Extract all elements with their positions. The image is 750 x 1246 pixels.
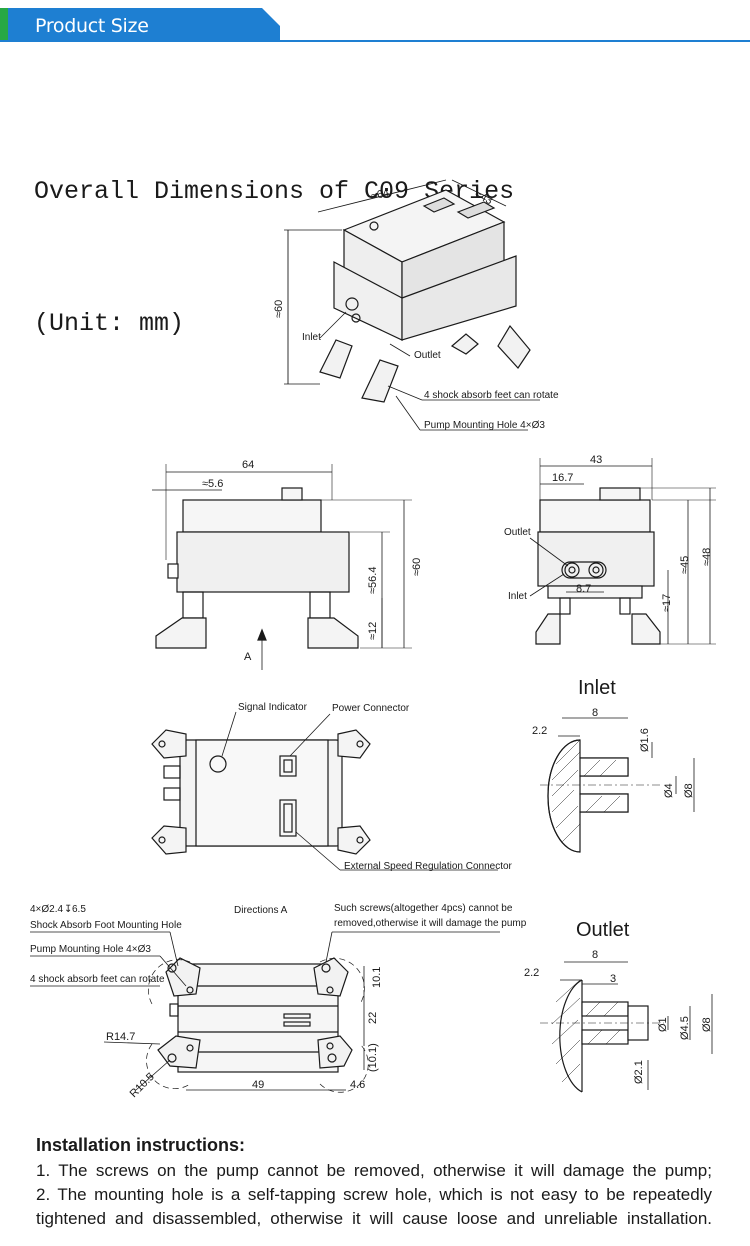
section-title: Product Size [35,15,149,37]
outlet-dim-3: 3 [610,973,616,985]
section-header: Product Size [0,8,750,44]
outlet-dim-21: Ø2.1 [633,1060,645,1084]
bottom-mounting-hole: Pump Mounting Hole 4×Ø3 [30,944,151,955]
installation-line-3: tightened and disassembled, otherwise it… [36,1209,712,1228]
inlet-detail [540,717,695,853]
front-dim-width: 64 [242,459,254,471]
side-inlet-label: Inlet [508,591,527,602]
bottom-view [30,931,500,1093]
iso-outlet-label: Outlet [414,350,441,361]
front-arrow-label: A [244,651,252,663]
header-tab [0,8,280,42]
front-view [152,464,412,670]
installation-line-2: 2. The mounting hole is a self-tapping s… [36,1185,712,1204]
inlet-dim-len: 8 [592,707,598,719]
installation-line-1: 1. The screws on the pump cannot be remo… [36,1161,712,1180]
side-dim-17: ≈17 [661,594,673,612]
inlet-dim-8: Ø8 [683,783,695,798]
installation-instructions: Installation instructions: 1. The screws… [36,1133,712,1231]
inlet-title: Inlet [578,677,616,699]
bottom-hole-spec-a: 4×Ø2.4 [30,904,64,915]
bottom-hole-spec-b: 6.5 [72,904,86,915]
inlet-dim-lip: 2.2 [532,725,547,737]
iso-dim-length: ≈64 [370,187,391,203]
iso-dim-width: ≈43 [473,188,495,207]
inlet-dim-16: Ø1.6 [639,728,651,752]
bottom-dim-49: 49 [252,1079,264,1091]
outlet-dim-len: 8 [592,949,598,961]
outlet-dim-8: Ø8 [701,1017,713,1032]
document-title: Overall Dimensions of C09 Series (Unit: … [34,82,514,390]
outlet-dim-45: Ø4.5 [679,1016,691,1040]
outlet-dim-lip: 2.2 [524,967,539,979]
front-dim-total: ≈60 [411,558,423,576]
top-speed-connector: External Speed Regulation Connector [344,861,513,872]
front-dim-foot: ≈12 [367,622,379,640]
front-dim-offset: ≈5.6 [202,478,223,490]
side-dim-port: 8.7 [576,583,591,595]
side-dim-45: ≈45 [679,556,691,574]
bottom-dim-46: 4.6 [350,1079,365,1091]
iso-inlet-label: Inlet [302,332,321,343]
bottom-dim-r147: R14.7 [106,1031,135,1043]
bottom-screws-note-1: Such screws(altogether 4pcs) cannot be [334,903,513,914]
side-dim-48: ≈48 [701,548,713,566]
bottom-screws-note-2: removed,otherwise it will damage the pum… [334,918,527,929]
inlet-dim-4: Ø4 [663,783,675,798]
installation-heading: Installation instructions: [36,1135,246,1155]
front-dim-body: ≈56.4 [367,567,379,594]
side-outlet-label: Outlet [504,527,531,538]
top-signal-indicator: Signal Indicator [238,702,308,713]
iso-mounting-hole: Pump Mounting Hole 4×Ø3 [424,420,545,431]
iso-dim-height: ≈60 [273,300,285,318]
bottom-dim-101-top: 10.1 [371,967,383,988]
side-view [529,458,716,645]
top-view [151,711,498,871]
bottom-dim-101-bot: (10.1) [367,1043,379,1072]
side-dim-width: 43 [590,454,602,466]
iso-feet-note: 4 shock absorb feet can rotate [424,390,559,401]
bottom-dim-r105: R10.5 [128,1071,157,1100]
title-line-1: Overall Dimensions of C09 Series [34,177,515,206]
isometric-view [284,179,540,431]
bottom-directions-label: Directions A [234,905,288,916]
header-rule [0,40,750,42]
side-dim-offset: 16.7 [552,472,573,484]
outlet-dim-1: Ø1 [657,1017,669,1032]
top-power-connector: Power Connector [332,703,410,714]
bottom-feet-note: 4 shock absorb feet can rotate [30,974,165,985]
title-line-2: (Unit: mm) [34,309,185,338]
outlet-title: Outlet [576,919,630,941]
bottom-hole-label: Shock Absorb Foot Mounting Hole [30,920,182,931]
bottom-dim-22: 22 [367,1012,379,1024]
depth-symbol-icon: ↧ [64,904,72,915]
outlet-detail [540,961,713,1093]
